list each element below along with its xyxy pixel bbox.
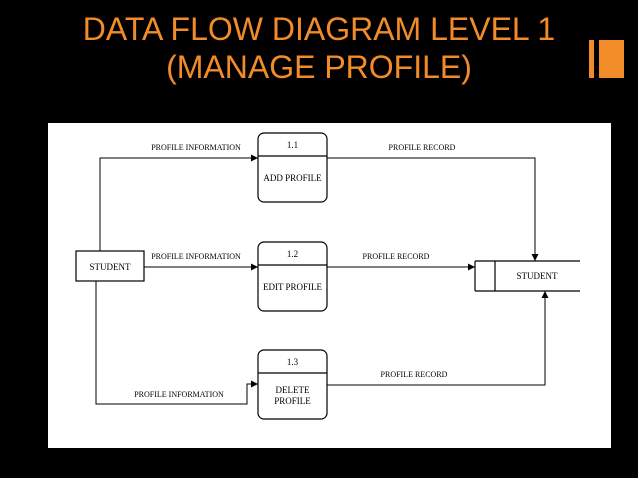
flow-label: PROFILE RECORD	[389, 143, 456, 152]
data-flow-diagram: STUDENT 1.1 ADD PROFILE 1.2 EDIT PROFILE…	[48, 123, 611, 448]
flow-profile-record-3: PROFILE RECORD	[327, 291, 549, 386]
process-label-line2: PROFILE	[274, 396, 311, 406]
flow-profile-record-1: PROFILE RECORD	[327, 143, 539, 261]
process-id: 1.3	[287, 357, 299, 367]
process-label: EDIT PROFILE	[263, 282, 323, 292]
flow-profile-information-1: PROFILE INFORMATION	[99, 143, 258, 251]
flow-label: PROFILE INFORMATION	[151, 252, 241, 261]
process-id: 1.1	[287, 140, 298, 150]
entity-student: STUDENT	[75, 250, 145, 282]
accent-bar-thick	[599, 40, 624, 78]
slide-title-line2: (MANAGE PROFILE)	[166, 49, 472, 85]
process-id: 1.2	[287, 249, 298, 259]
process-delete-profile: 1.3 DELETE PROFILE	[257, 349, 328, 420]
process-add-profile: 1.1 ADD PROFILE	[257, 132, 328, 203]
flow-profile-information-2: PROFILE INFORMATION	[144, 252, 258, 271]
datastore-label: STUDENT	[517, 271, 558, 281]
process-edit-profile: 1.2 EDIT PROFILE	[257, 241, 328, 312]
process-label-line1: DELETE	[276, 385, 310, 395]
datastore-student: STUDENT	[474, 260, 580, 292]
flow-label: PROFILE RECORD	[381, 370, 448, 379]
accent-bar-thin	[589, 40, 594, 78]
flow-profile-record-2: PROFILE RECORD	[327, 252, 475, 271]
slide-title-line1: DATA FLOW DIAGRAM LEVEL 1	[82, 11, 556, 47]
flow-label: PROFILE INFORMATION	[151, 143, 241, 152]
entity-label: STUDENT	[90, 262, 131, 272]
flow-label: PROFILE INFORMATION	[134, 390, 224, 399]
process-label: ADD PROFILE	[263, 173, 322, 183]
flow-label: PROFILE RECORD	[363, 252, 430, 261]
diagram-canvas	[48, 123, 611, 448]
flow-profile-information-3: PROFILE INFORMATION	[95, 281, 258, 405]
